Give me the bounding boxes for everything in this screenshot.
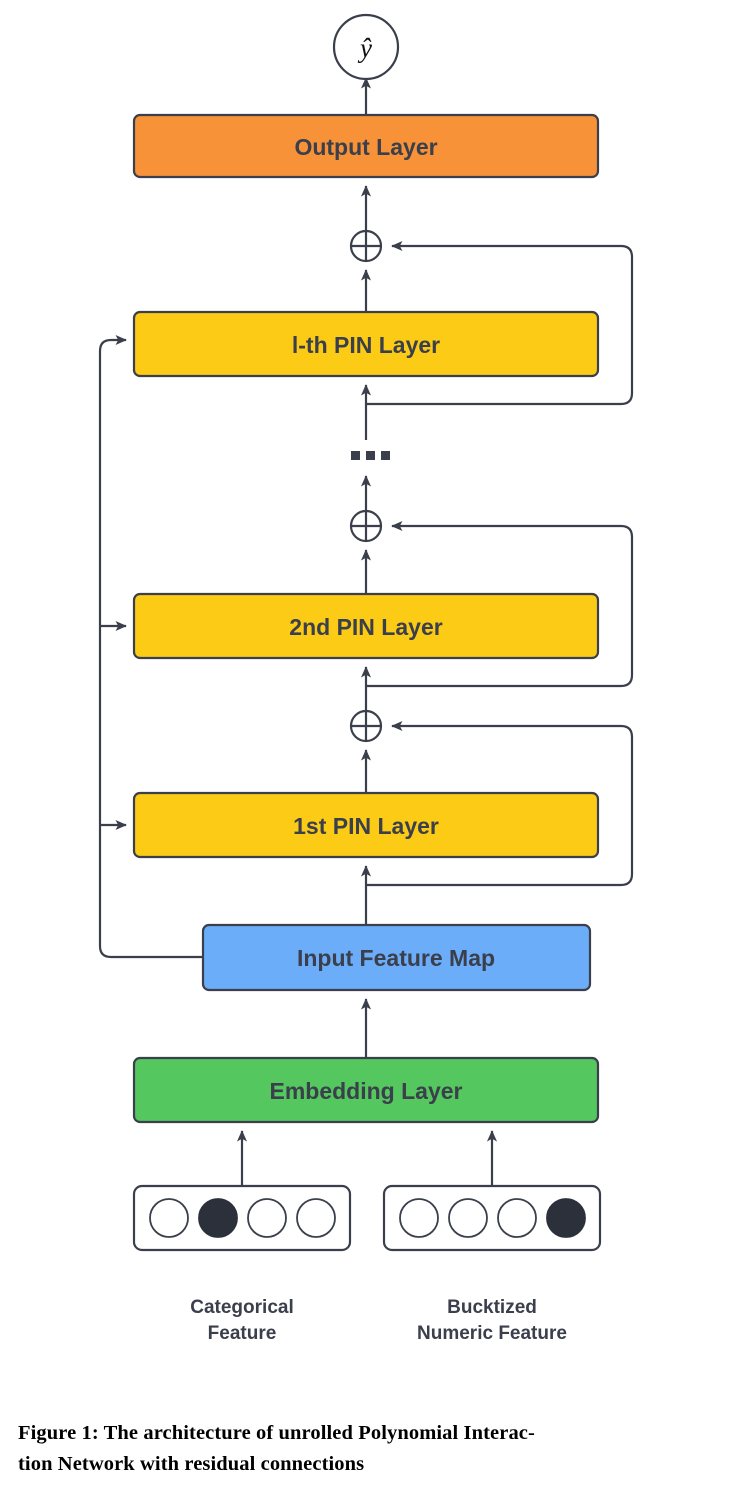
bucktized-feature-caption-line1: Bucktized xyxy=(447,1297,537,1318)
bucktized-slot-1 xyxy=(399,1198,439,1238)
residual-connection-lth-pin xyxy=(366,240,634,406)
adder-top-icon xyxy=(349,229,383,263)
first-pin-layer-rect xyxy=(132,791,600,859)
bucktized-slot-2 xyxy=(448,1198,488,1238)
figure-caption: Figure 1: The architecture of unrolled P… xyxy=(18,1418,734,1480)
bucktized-slot-3 xyxy=(497,1198,537,1238)
feature-input-arrows xyxy=(236,1130,498,1186)
block-lth-pin-layer[interactable]: l-th PIN Layer xyxy=(132,310,600,378)
feature-group-bucktized-numeric[interactable]: Bucktized Numeric Feature xyxy=(382,1184,602,1344)
block-second-pin-layer[interactable]: 2nd PIN Layer xyxy=(132,592,600,660)
bucktized-feature-caption-line2: Numeric Feature xyxy=(417,1323,567,1344)
block-output-layer[interactable]: Output Layer xyxy=(132,113,600,179)
adder-middle-icon xyxy=(349,509,383,543)
embedding-layer-rect xyxy=(132,1056,600,1124)
output-layer-label: Output Layer xyxy=(294,134,437,160)
categorical-feature-caption-line2: Feature xyxy=(208,1323,277,1344)
categorical-feature-caption-line1: Categorical xyxy=(190,1297,293,1318)
vertical-ellipsis-icon xyxy=(351,451,390,460)
lth-pin-layer-label: l-th PIN Layer xyxy=(292,332,440,358)
figure-caption-line1: Figure 1: The architecture of unrolled P… xyxy=(18,1422,535,1444)
bucktized-numeric-feature-rect xyxy=(382,1184,602,1252)
bucktized-slot-4 xyxy=(546,1198,586,1238)
categorical-slot-4 xyxy=(296,1198,336,1238)
categorical-slot-3 xyxy=(247,1198,287,1238)
categorical-feature-rect xyxy=(132,1184,352,1252)
output-layer-rect xyxy=(132,113,600,179)
prediction-circle xyxy=(332,13,400,81)
architecture-diagram: ŷ Output Layer l-th PIN Layer 2nd PIN La… xyxy=(98,13,634,1344)
categorical-slot-2 xyxy=(198,1198,238,1238)
block-input-feature-map[interactable]: Input Feature Map xyxy=(201,923,592,992)
figure-caption-line2: tion Network with residual connections xyxy=(18,1453,365,1475)
feature-group-categorical[interactable]: Categorical Feature xyxy=(132,1184,352,1344)
adder-bottom-icon xyxy=(349,709,383,743)
prediction-label: ŷ xyxy=(357,33,372,63)
prediction-output-node[interactable]: ŷ xyxy=(332,13,400,81)
feature-map-distribution-rail xyxy=(98,334,203,959)
residual-connection-second-pin xyxy=(366,520,634,688)
first-pin-layer-label: 1st PIN Layer xyxy=(293,813,439,839)
second-pin-layer-rect xyxy=(132,592,600,660)
embedding-layer-label: Embedding Layer xyxy=(270,1078,463,1104)
block-embedding-layer[interactable]: Embedding Layer xyxy=(132,1056,600,1124)
residual-connection-first-pin xyxy=(366,720,634,887)
lth-pin-layer-rect xyxy=(132,310,600,378)
input-feature-map-rect xyxy=(201,923,592,992)
second-pin-layer-label: 2nd PIN Layer xyxy=(289,614,442,640)
input-feature-map-label: Input Feature Map xyxy=(297,945,495,971)
block-first-pin-layer[interactable]: 1st PIN Layer xyxy=(132,791,600,859)
categorical-slot-1 xyxy=(149,1198,189,1238)
